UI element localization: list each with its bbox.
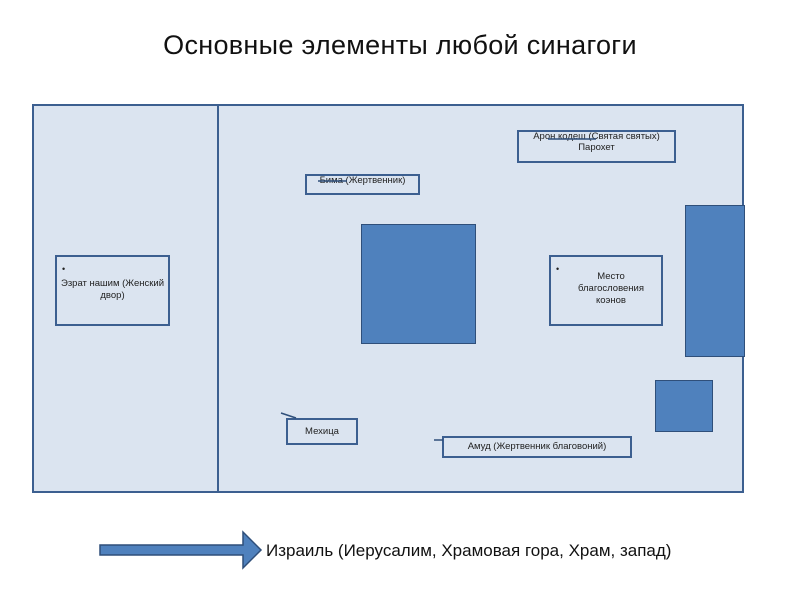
aron-kodesh-label: Арон кодеш (Святая святых) Парохет <box>517 130 676 163</box>
aron-kodesh-text: Арон кодеш (Святая святых) <box>533 131 660 142</box>
mekhitsa-label: Мехица <box>286 418 358 445</box>
parokhet-text: Парохет <box>578 141 615 153</box>
bima-text: Бима (Жертвенник) <box>319 175 406 186</box>
bullet-icon: • <box>62 264 66 274</box>
bima-label: Бима (Жертвенник) <box>305 174 420 195</box>
bima-square <box>361 224 476 344</box>
amud-text: Амуд (Жертвенник благовоний) <box>467 441 607 452</box>
priestly-blessing-text: Место благословения коэнов <box>578 271 644 306</box>
aron-kodesh-block <box>685 205 745 357</box>
amud-square <box>655 380 713 432</box>
direction-caption: Израиль (Иерусалим, Храмовая гора, Храм,… <box>266 541 672 560</box>
page-title: Основные элементы любой синагоги <box>163 30 637 60</box>
ezrat-nashim-text: Эзрат нашим (Женский двор) <box>60 278 165 301</box>
priestly-blessing-label: • Место благословения коэнов <box>549 255 663 326</box>
mekhitsa-leader-line <box>280 412 297 419</box>
mekhitsa-text: Мехица <box>305 426 339 437</box>
bullet-icon: • <box>556 264 560 274</box>
amud-label: Амуд (Жертвенник благовоний) <box>442 436 632 458</box>
direction-arrow-icon <box>99 530 263 570</box>
womens-section-divider <box>217 104 219 493</box>
ezrat-nashim-label: • Эзрат нашим (Женский двор) <box>55 255 170 326</box>
